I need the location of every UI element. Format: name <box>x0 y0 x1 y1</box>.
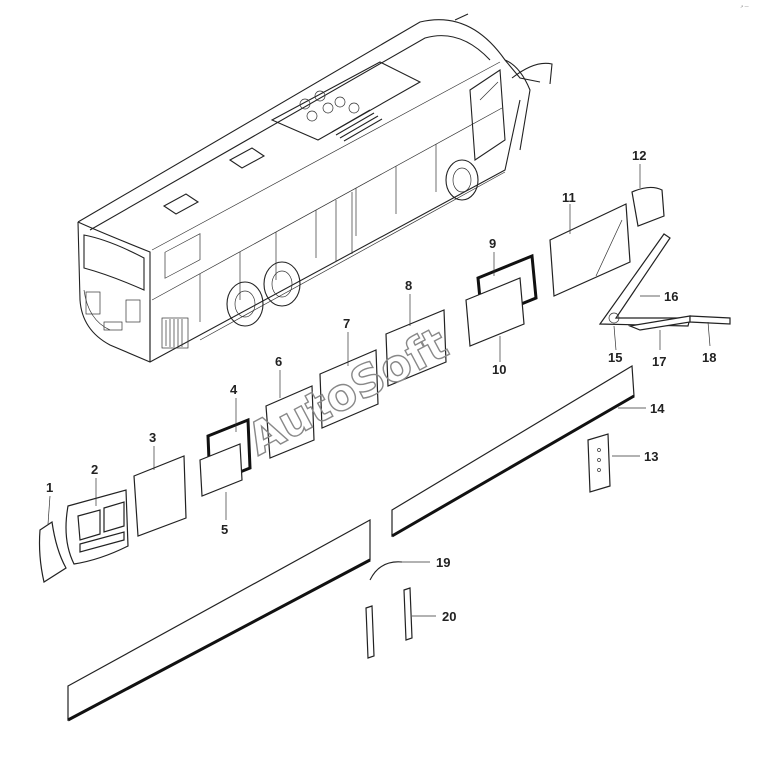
part-15-16-a-pillar-trim <box>598 233 691 327</box>
wheel <box>226 281 264 327</box>
part-8-window-glass <box>385 309 447 387</box>
part-3-window-glass <box>133 455 187 537</box>
part-10-window-glass <box>465 277 525 347</box>
callout-19: 19 <box>436 555 450 570</box>
callout-11: 11 <box>562 190 576 205</box>
part-14-side-moulding <box>67 364 635 722</box>
part-6-window-glass <box>265 385 315 459</box>
callout-9: 9 <box>489 236 496 251</box>
callout-10: 10 <box>492 362 506 377</box>
side-vent-grill <box>161 317 189 349</box>
callout-12: 12 <box>632 148 646 163</box>
callout-8: 8 <box>405 278 412 293</box>
callout-labels: 1 2 3 4 5 6 7 8 9 10 11 12 13 14 15 16 1… <box>46 148 716 624</box>
part-11-front-side-window <box>549 203 631 297</box>
bus-illustration <box>77 13 553 363</box>
part-13-trim-plate <box>587 433 611 493</box>
callout-4: 4 <box>230 382 238 397</box>
callout-17: 17 <box>652 354 666 369</box>
part-5-window-glass <box>199 443 243 497</box>
part-20-seal-strips <box>365 587 413 659</box>
leader-lines <box>47 164 711 617</box>
callout-6: 6 <box>275 354 282 369</box>
part-19-curved-seal <box>369 561 403 581</box>
part-2-rear-window-panel <box>65 489 129 565</box>
wheel <box>445 159 479 201</box>
callout-5: 5 <box>221 522 228 537</box>
callout-3: 3 <box>149 430 156 445</box>
callout-7: 7 <box>343 316 350 331</box>
callout-14: 14 <box>650 401 665 416</box>
callout-20: 20 <box>442 609 456 624</box>
part-12-window-glass <box>631 186 665 227</box>
callout-15: 15 <box>608 350 622 365</box>
part-7-window-glass <box>319 349 379 429</box>
callout-18: 18 <box>702 350 716 365</box>
callout-2: 2 <box>91 462 98 477</box>
callout-13: 13 <box>644 449 658 464</box>
part-1-corner-trim <box>38 520 67 583</box>
callout-16: 16 <box>664 289 678 304</box>
corner-mark: ↗ ― <box>740 4 749 9</box>
roof-ac-unit <box>270 61 422 142</box>
callout-1: 1 <box>46 480 53 495</box>
wheel <box>263 261 301 307</box>
part-18-trim-strip <box>689 315 731 325</box>
